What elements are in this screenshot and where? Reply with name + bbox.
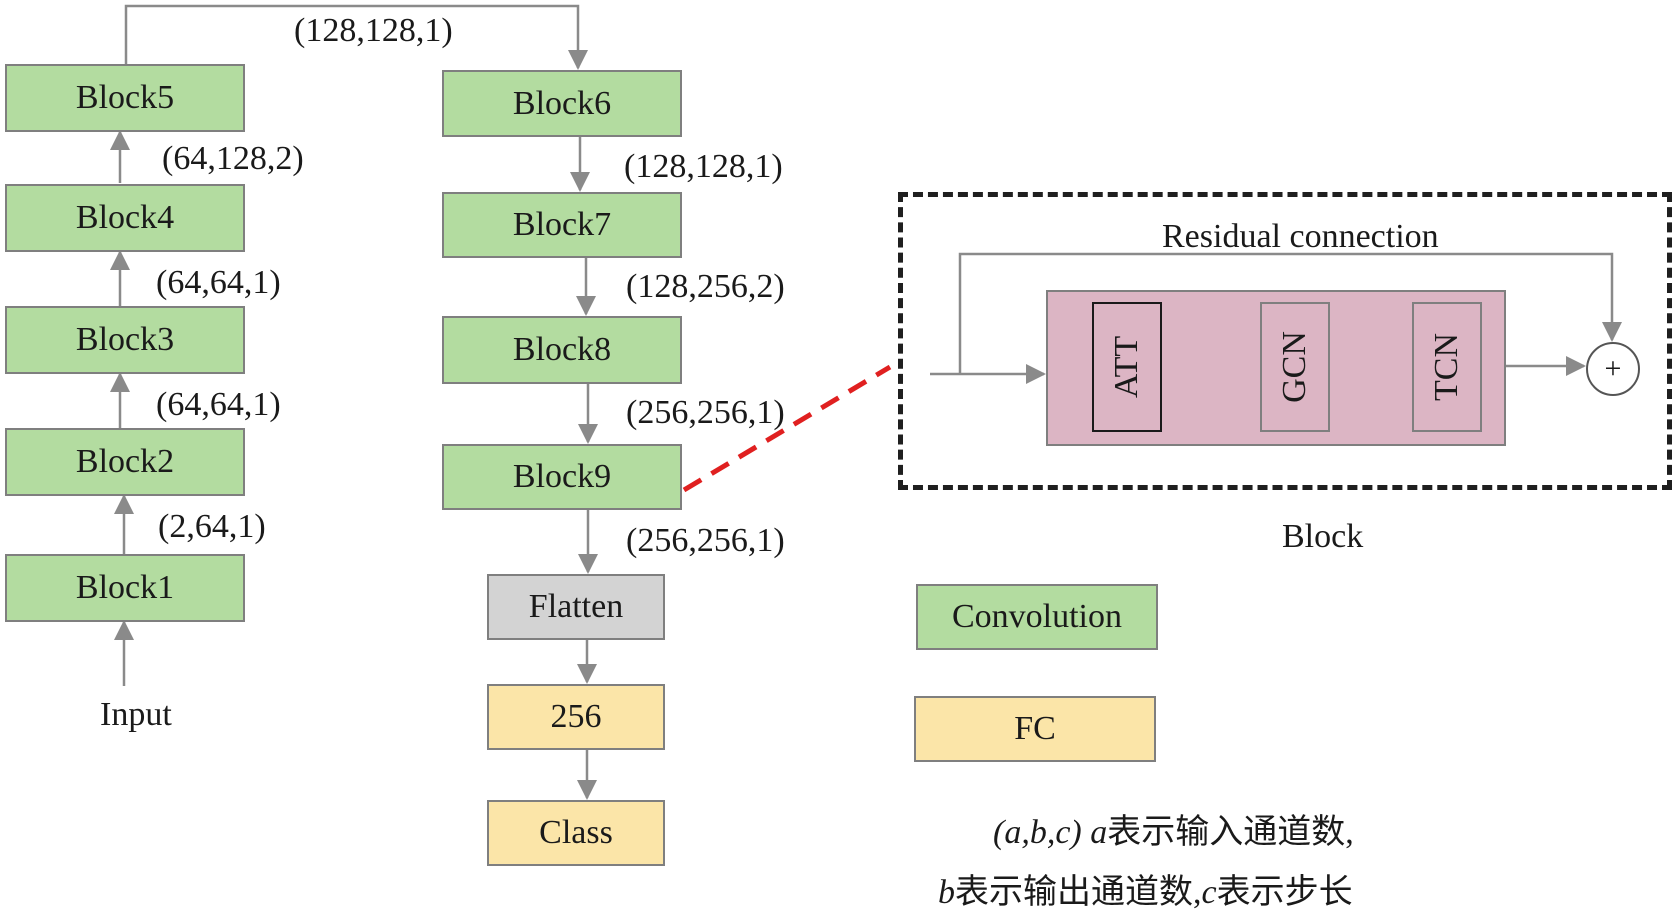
legend-note-line2: b表示输出通道数,c表示步长 <box>938 864 1353 913</box>
block1: Block1 <box>5 554 245 622</box>
class-layer: Class <box>487 800 665 866</box>
block-caption: Block <box>1282 518 1364 555</box>
block4: Block4 <box>5 184 245 252</box>
legend-note-text2: 表示输出通道数, <box>955 874 1202 911</box>
gcn-module: GCN <box>1260 302 1330 432</box>
residual-connection-line <box>958 252 1622 374</box>
dim-block6-block7: (128,128,1) <box>624 148 783 185</box>
sum-node: + <box>1586 342 1640 396</box>
legend-fc: FC <box>914 696 1156 762</box>
legend-note-text1: 表示输入通道数, <box>1107 814 1354 851</box>
dim-block3-block4: (64,64,1) <box>156 264 281 301</box>
block-detail-frame <box>898 192 1672 490</box>
block8: Block8 <box>442 316 682 384</box>
block7: Block7 <box>442 192 682 258</box>
dim-block9-flatten: (256,256,1) <box>626 522 785 559</box>
dim-block7-block8: (128,256,2) <box>626 268 785 305</box>
legend-convolution: Convolution <box>916 584 1158 650</box>
legend-note-c: c <box>1201 874 1217 911</box>
legend-note-vars: (a,b,c) a <box>993 814 1108 851</box>
dim-block8-block9: (256,256,1) <box>626 394 785 431</box>
residual-connection-label: Residual connection <box>1162 218 1439 255</box>
fc-256-layer: 256 <box>487 684 665 750</box>
input-label: Input <box>100 696 172 733</box>
block3: Block3 <box>5 306 245 374</box>
att-module: ATT <box>1092 302 1162 432</box>
block6: Block6 <box>442 70 682 137</box>
dim-block2-block3: (64,64,1) <box>156 386 281 423</box>
legend-note-b: b <box>938 874 955 911</box>
block5: Block5 <box>5 64 245 132</box>
dim-block1-block2: (2,64,1) <box>158 508 266 545</box>
arrow-block5-to-block6 <box>124 4 588 70</box>
tcn-module: TCN <box>1412 302 1482 432</box>
block9: Block9 <box>442 444 682 510</box>
flatten-layer: Flatten <box>487 574 665 640</box>
legend-note-line1: (a,b,c) a表示输入通道数, <box>993 804 1354 853</box>
block2: Block2 <box>5 428 245 496</box>
zoom-line <box>682 364 892 493</box>
dim-block5-block6: (128,128,1) <box>294 12 453 49</box>
dim-block4-block5: (64,128,2) <box>162 140 304 177</box>
block-inner <box>1046 290 1506 446</box>
legend-note-text3: 表示步长 <box>1216 874 1353 911</box>
